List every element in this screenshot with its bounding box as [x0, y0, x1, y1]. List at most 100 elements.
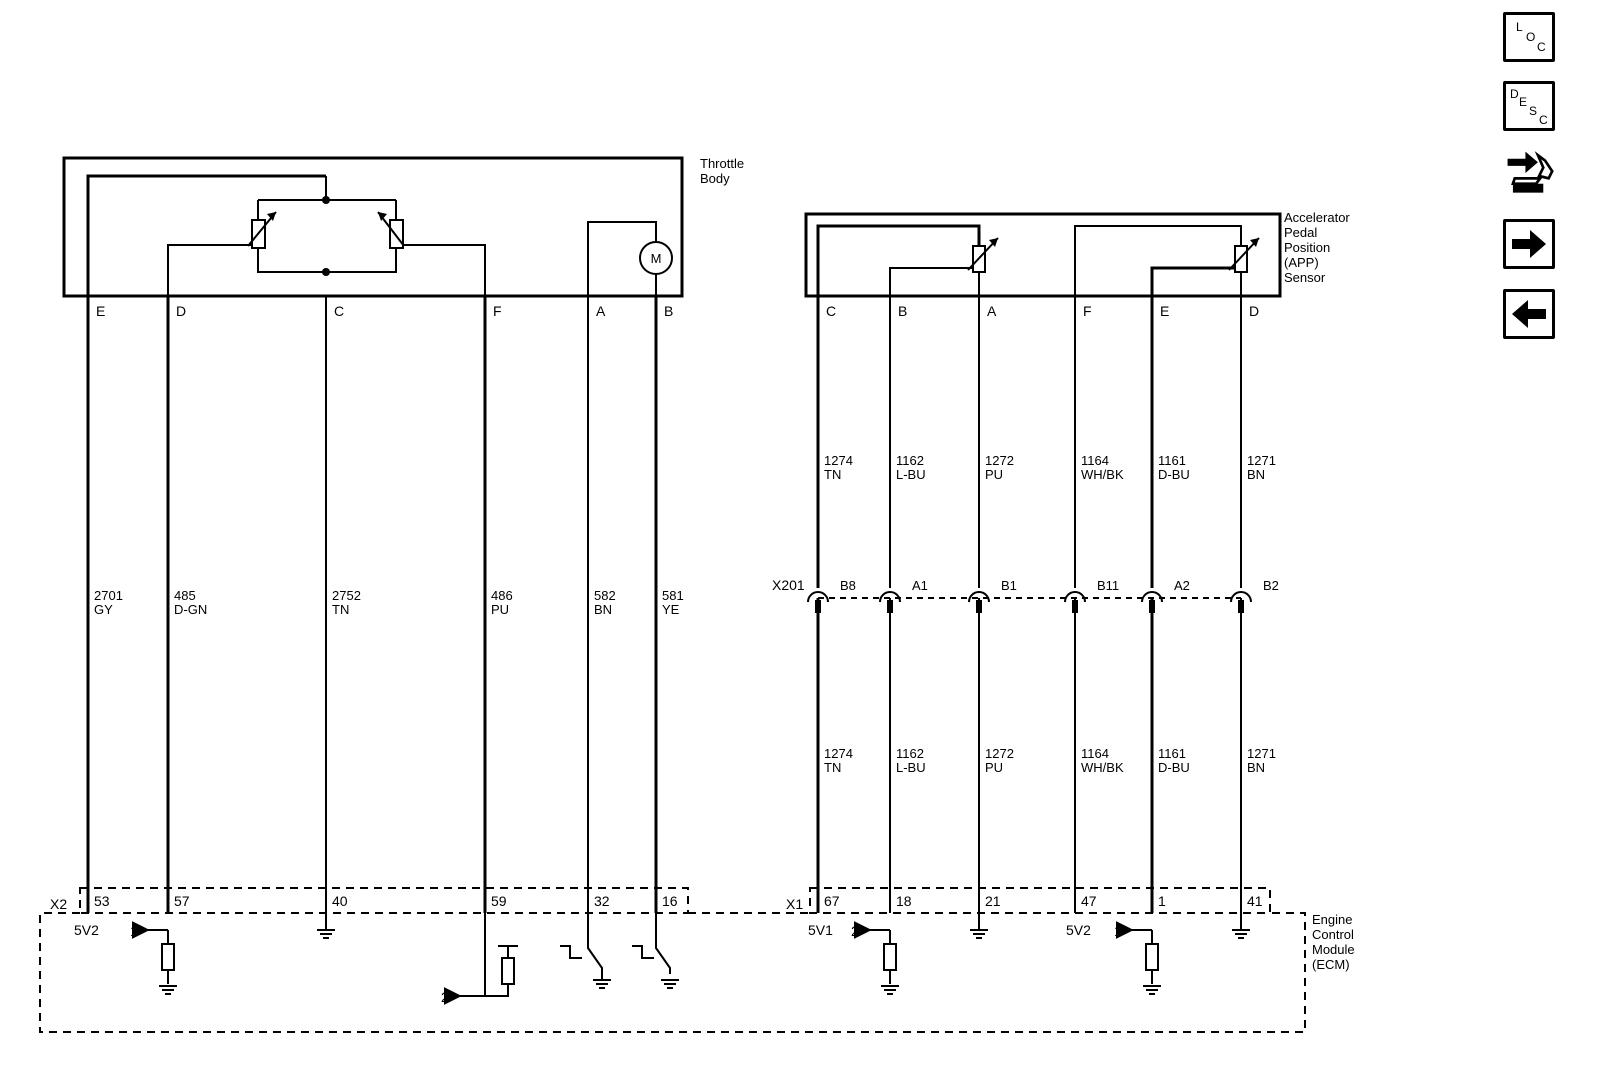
- ground-icon: [159, 985, 177, 995]
- throttle-pin-label: F: [493, 303, 502, 319]
- throttle-pin-label: D: [176, 303, 186, 319]
- throttle-wire-number: 485: [174, 588, 196, 603]
- x201-pin-label: B2: [1263, 578, 1279, 593]
- wire-labels: E2701GY53D485D-GN57C2752TN40F486PU59A582…: [94, 303, 1279, 909]
- app-wire-number-lower: 1274: [824, 746, 853, 761]
- ecm-x1-pin-label: 47: [1081, 893, 1097, 909]
- x201-pin-label: A1: [912, 578, 928, 593]
- throttle-wire-number: 582: [594, 588, 616, 603]
- ecm-ref1-app: 1: [1114, 923, 1122, 939]
- arrow-left-icon[interactable]: [1503, 289, 1555, 339]
- throttle-wire-number: 2752: [332, 588, 361, 603]
- app-wire-number-upper: 1162: [896, 453, 924, 468]
- app-wire-number-upper: 1271: [1247, 453, 1276, 468]
- app-wire-color-upper: L-BU: [896, 467, 926, 482]
- throttle-wire-color: YE: [662, 602, 680, 617]
- arrow-right-icon[interactable]: [1503, 219, 1555, 269]
- app-wire-number-lower: 1162: [896, 746, 924, 761]
- app-wire-number-upper: 1274: [824, 453, 853, 468]
- app-pin-label: F: [1083, 303, 1092, 319]
- ground-icon: [881, 985, 899, 995]
- x201-pin-icon: [887, 600, 893, 613]
- svg-text:E: E: [1519, 95, 1527, 109]
- app-pin-label: C: [826, 303, 836, 319]
- ecm-x2-pin-label: 40: [332, 893, 348, 909]
- x201-pin-label: B11: [1097, 578, 1119, 593]
- x201-pin-icon: [976, 600, 982, 613]
- throttle-wire-color: D-GN: [174, 602, 207, 617]
- ecm-x1-pin-label: 18: [896, 893, 912, 909]
- app-wire-number-lower: 1271: [1247, 746, 1276, 761]
- app-pin-label: D: [1249, 303, 1259, 319]
- ecm-ref2-app: 2: [851, 923, 859, 939]
- x201-pin-icon: [1149, 600, 1155, 613]
- app-wire-color-lower: BN: [1247, 760, 1265, 775]
- wrench-arrow-icon[interactable]: [1503, 148, 1555, 198]
- ecm-x1-pin-label: 41: [1247, 893, 1263, 909]
- ecm: [39, 887, 1306, 1033]
- svg-text:O: O: [1526, 30, 1535, 44]
- throttle-wire-color: TN: [332, 602, 349, 617]
- throttle-body: [62, 156, 684, 308]
- wires: [86, 296, 1252, 913]
- app-wire-color-upper: TN: [824, 467, 841, 482]
- motor-label: M: [651, 251, 662, 266]
- ground-icon: [593, 979, 611, 989]
- app-wire-color-upper: WH/BK: [1081, 467, 1124, 482]
- throttle-pin-label: E: [96, 303, 105, 319]
- ecm-5v2-app-label: 5V2: [1066, 922, 1091, 938]
- app-pin-label: A: [987, 303, 997, 319]
- ground-icon: [317, 929, 335, 939]
- x201-pin-label: A2: [1174, 578, 1190, 593]
- ecm-x2-label: X2: [50, 896, 67, 912]
- throttle-wire-color: BN: [594, 602, 612, 617]
- throttle-pin-label: B: [664, 303, 673, 319]
- svg-text:S: S: [1529, 104, 1537, 118]
- app-wire-number-lower: 1272: [985, 746, 1014, 761]
- ecm-5v1-label: 5V1: [808, 922, 833, 938]
- x201-pin-label: B8: [840, 578, 856, 593]
- ground-symbols: [159, 913, 1250, 995]
- x201-label: X201: [772, 577, 805, 593]
- ecm-ref2-throttle: 2: [441, 989, 449, 1005]
- app-sensor: [804, 212, 1282, 308]
- x201-cavity-icon: [1230, 591, 1252, 603]
- throttle-wire-number: 581: [662, 588, 684, 603]
- app-wire-color-upper: PU: [985, 467, 1003, 482]
- ground-icon: [1143, 985, 1161, 995]
- x201-pin-label: B1: [1001, 578, 1017, 593]
- ecm-x1-pin-label: 21: [985, 893, 1001, 909]
- ecm-x2-pin-label: 16: [662, 893, 678, 909]
- ground-icon: [661, 979, 679, 989]
- svg-text:C: C: [1537, 40, 1546, 54]
- app-wire-number-upper: 1164: [1081, 453, 1109, 468]
- app-pin-label: B: [898, 303, 907, 319]
- x201-pin-icon: [815, 600, 821, 613]
- svg-text:C: C: [1539, 113, 1548, 127]
- app-wire-color-upper: BN: [1247, 467, 1265, 482]
- app-wire-color-lower: TN: [824, 760, 841, 775]
- ecm-x1-pin-label: 1: [1158, 893, 1166, 909]
- ecm-internals: [131, 913, 1159, 1005]
- throttle-wire-color: PU: [491, 602, 509, 617]
- ecm-5v2-label: 5V2: [74, 922, 99, 938]
- svg-text:L: L: [1516, 20, 1523, 34]
- throttle-wire-color: GY: [94, 602, 113, 617]
- ecm-x2-pin-label: 32: [594, 893, 610, 909]
- app-wire-color-lower: L-BU: [896, 760, 926, 775]
- throttle-pin-label: C: [334, 303, 344, 319]
- ecm-ref1-throttle: 1: [130, 923, 138, 939]
- x201-pin-icon: [1072, 600, 1078, 613]
- throttle-pin-label: A: [596, 303, 606, 319]
- ecm-x1-label: X1: [786, 896, 803, 912]
- app-wire-color-lower: D-BU: [1158, 760, 1190, 775]
- app-wire-number-lower: 1161: [1158, 746, 1186, 761]
- throttle-wire-number: 2701: [94, 588, 123, 603]
- x201-cavity-icon: [807, 591, 829, 603]
- app-wire-number-upper: 1272: [985, 453, 1014, 468]
